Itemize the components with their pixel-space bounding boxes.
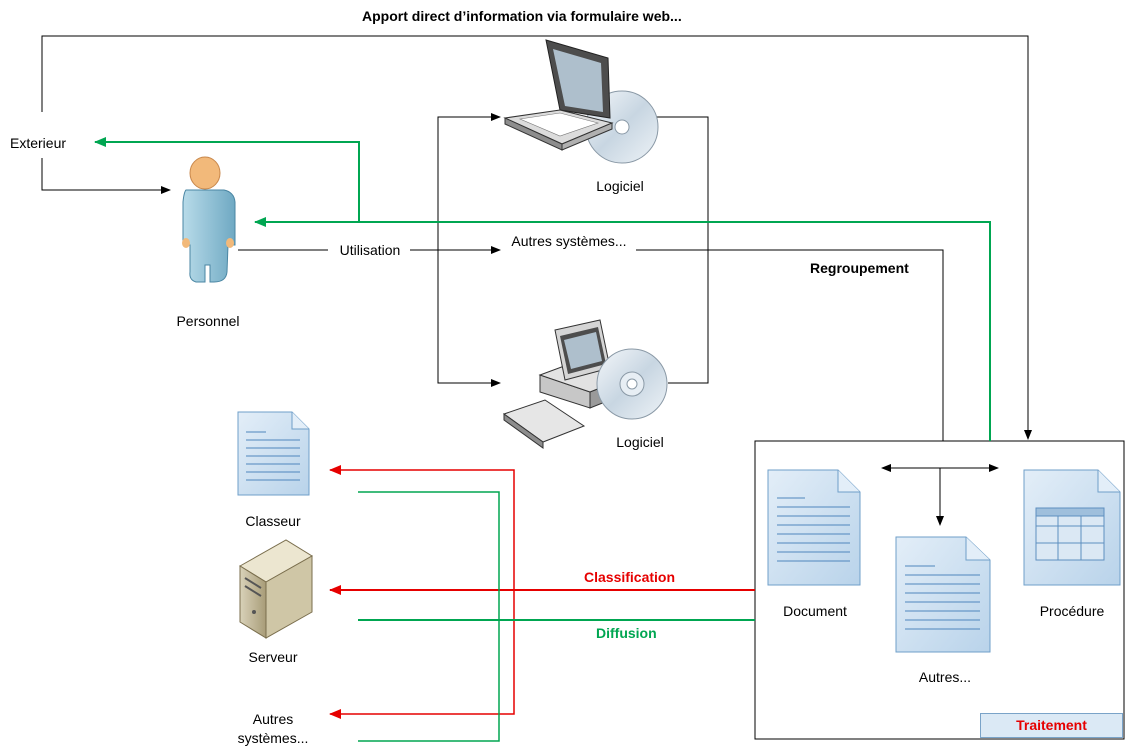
classification-label: Classification <box>584 569 676 585</box>
server-icon <box>239 539 313 639</box>
document-icon <box>767 469 861 586</box>
autres-document-icon <box>895 536 991 653</box>
document-label: Document <box>783 603 847 619</box>
autres-systemes-top-label: Autres systèmes... <box>511 233 627 249</box>
logiciel-desktop-label: Logiciel <box>616 434 664 450</box>
diffusion-bracket <box>358 491 500 742</box>
serveur-label: Serveur <box>248 649 298 665</box>
regroupement-line <box>636 249 944 441</box>
utilisation-label: Utilisation <box>332 241 408 259</box>
table-document-icon <box>1023 469 1121 586</box>
diffusion-to-personnel-line <box>254 217 991 441</box>
personnel-label: Personnel <box>176 313 240 329</box>
procedure-label: Procédure <box>1039 603 1105 619</box>
autres-systemes-bottom-label: Autres systèmes... <box>237 711 309 746</box>
logiciel-laptop-label: Logiciel <box>596 178 644 194</box>
classeur-document-icon <box>237 411 310 496</box>
diffusion-label: Diffusion <box>596 625 657 641</box>
classification-to-classeur-line <box>329 465 515 590</box>
laptop-cd-icon <box>503 39 659 164</box>
web-form-flow-label: Apport direct d’information via formulai… <box>362 8 682 24</box>
top-web-form-flow-line <box>41 35 1032 440</box>
traitement-badge: Traitement <box>980 713 1123 738</box>
autres-label: Autres... <box>918 669 972 685</box>
exterieur-to-personnel-line <box>41 158 171 194</box>
regroupement-label: Regroupement <box>810 260 909 276</box>
to-desktop-line <box>437 250 501 387</box>
to-laptop-line <box>437 113 501 250</box>
desktop-cd-icon <box>502 319 668 449</box>
diffusion-to-exterieur-line <box>94 137 360 222</box>
classeur-label: Classeur <box>245 513 301 529</box>
classification-to-autres-line <box>329 590 515 719</box>
person-icon <box>182 156 236 283</box>
exterieur-label: Exterieur <box>10 135 67 151</box>
